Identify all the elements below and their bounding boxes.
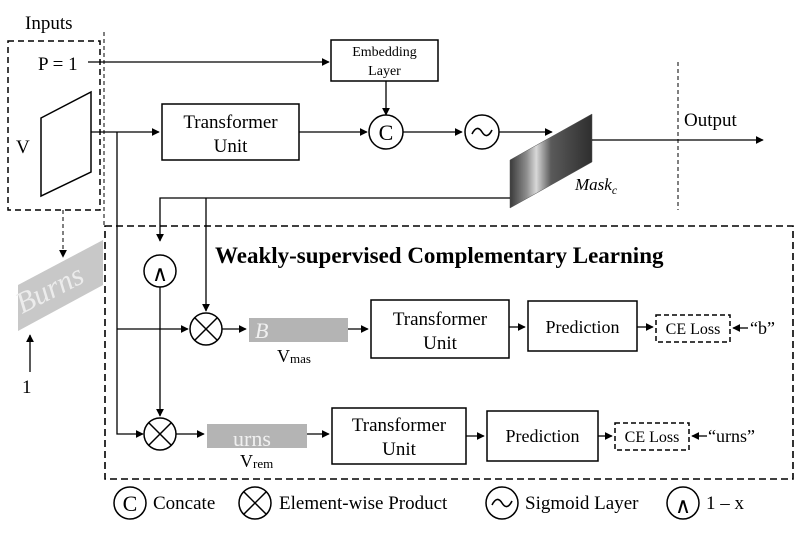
prediction-rem-box (486, 410, 599, 462)
vmas-label: Vmas (277, 346, 311, 366)
legend-concat-symbol: C (123, 491, 138, 516)
legend-concat-icon (113, 486, 147, 520)
transformer-rem-line2: Unit (382, 439, 417, 460)
wscl-dashed-box (104, 225, 794, 480)
mask-image (509, 113, 593, 209)
prediction-mas-box (527, 300, 638, 352)
embedding-layer-line2: Layer (368, 64, 401, 79)
legend-one-minus-icon (666, 486, 700, 520)
burns-image (18, 240, 103, 331)
embedding-layer-box (330, 39, 439, 82)
transformer-unit-main (161, 103, 300, 161)
embedding-layer-line1: Embedding (352, 45, 417, 60)
sigmoid-op-symbol (471, 127, 493, 137)
legend-one-minus-symbol: ∧ (675, 493, 691, 518)
legend-sigmoid-label: Sigmoid Layer (525, 493, 639, 514)
inputs-dashed-box (7, 40, 101, 211)
transformer-unit-rem (331, 407, 467, 465)
vmas-image-text: B (255, 318, 268, 343)
arrow-mask-to-not (156, 197, 510, 242)
input-image-v (40, 90, 92, 198)
vmas-image (249, 318, 348, 342)
prediction-rem-label: Prediction (506, 426, 580, 446)
legend-product-label: Element-wise Product (279, 493, 448, 514)
vrem-label: Vrem (240, 451, 273, 471)
one-minus-op-symbol: ∧ (152, 261, 168, 286)
transformer-main-line1: Transformer (183, 112, 278, 133)
vrem-image-text: urns (233, 426, 271, 451)
output-label: Output (684, 110, 738, 131)
ce-loss-rem-box (614, 422, 690, 451)
legend-sigmoid-symbol (491, 498, 513, 508)
product-op-rem-cross-b (148, 422, 172, 446)
inputs-title: Inputs (25, 13, 73, 34)
ce-loss-mas-box (655, 314, 731, 343)
p-equals-one-label: P = 1 (38, 54, 78, 75)
legend-product-cross-b (243, 491, 267, 515)
one-label: 1 (22, 377, 32, 398)
concat-op-symbol: C (379, 120, 394, 145)
transformer-main-line2: Unit (214, 136, 249, 157)
ce-loss-rem-label: CE Loss (625, 429, 680, 446)
transformer-unit-mas (370, 299, 510, 359)
legend-one-minus-label: 1 – x (706, 493, 745, 514)
transformer-mas-line1: Transformer (393, 309, 488, 330)
target-b-label: “b” (750, 318, 775, 338)
target-urns-label: “urns” (708, 426, 755, 446)
transformer-rem-line1: Transformer (352, 415, 447, 436)
legend-concat-label: Concate (153, 493, 215, 514)
product-op-mas-cross-b (194, 317, 218, 341)
transformer-mas-line2: Unit (423, 333, 458, 354)
v-label: V (16, 137, 30, 158)
prediction-mas-label: Prediction (546, 317, 620, 337)
wscl-title: Weakly-supervised Complementary Learning (215, 243, 664, 268)
vrem-image (207, 424, 307, 448)
ce-loss-mas-label: CE Loss (666, 321, 721, 338)
arrow-v-to-product-rem (116, 132, 144, 438)
mask-label: Maskc (574, 175, 618, 197)
